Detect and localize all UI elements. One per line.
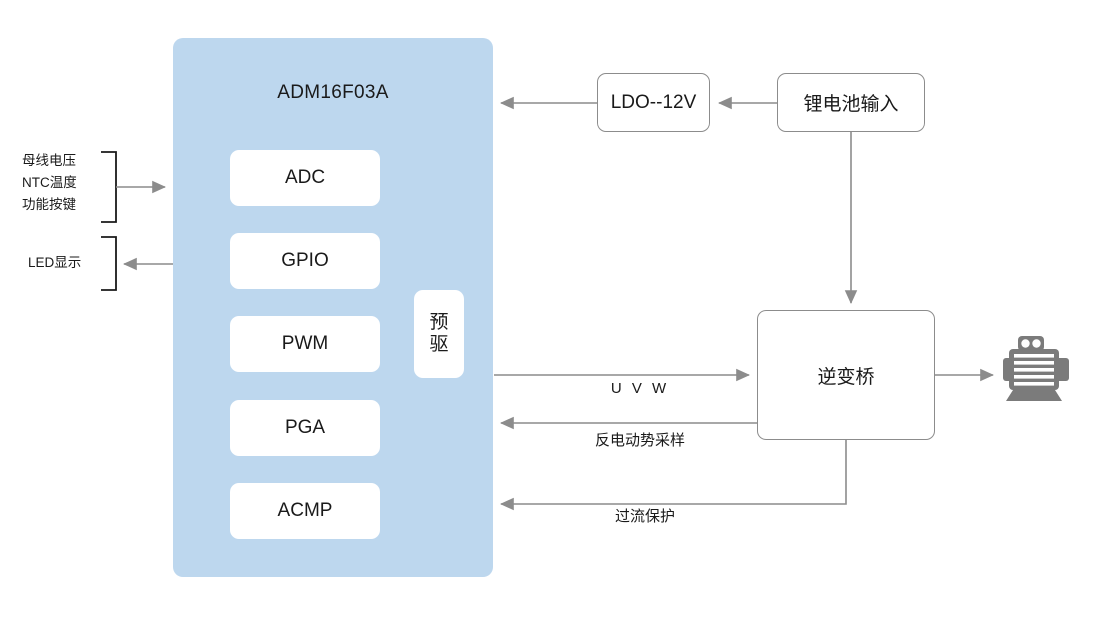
predriver-block[interactable]: 预 驱 [414,290,464,378]
sensor-input-ntc-temperature: NTC温度 [22,174,77,190]
inverter-bridge-block[interactable]: 逆变桥 [757,310,935,440]
mcu-block-pwm[interactable]: PWM [230,316,380,372]
predriver-label-line1: 预 [429,311,449,333]
mcu-title: ADM16F03A [277,82,389,103]
ldo-block[interactable]: LDO--12V [597,73,710,132]
sensor-input-bus-voltage: 母线电压 [22,153,76,168]
mcu-block-adc[interactable]: ADC [230,150,380,206]
sensor-input-function-keys: 功能按键 [22,196,76,212]
mcu-block-pga[interactable]: PGA [230,400,380,456]
motor-icon [1001,334,1075,406]
signal-label-uvw: U V W [610,380,670,397]
battery-input-block[interactable]: 锂电池输入 [777,73,925,132]
predriver-label-line2: 驱 [429,334,449,355]
mcu-block-acmp[interactable]: ACMP [230,483,380,539]
signal-label-back-emf: 反电动势采样 [594,432,685,449]
sensor-inputs-label: 母线电压 NTC温度 功能按键 [22,150,114,216]
mcu-block-gpio[interactable]: GPIO [230,233,380,289]
led-display-label: LED显示 [28,255,82,270]
signal-label-over-current: 过流保护 [614,508,675,525]
